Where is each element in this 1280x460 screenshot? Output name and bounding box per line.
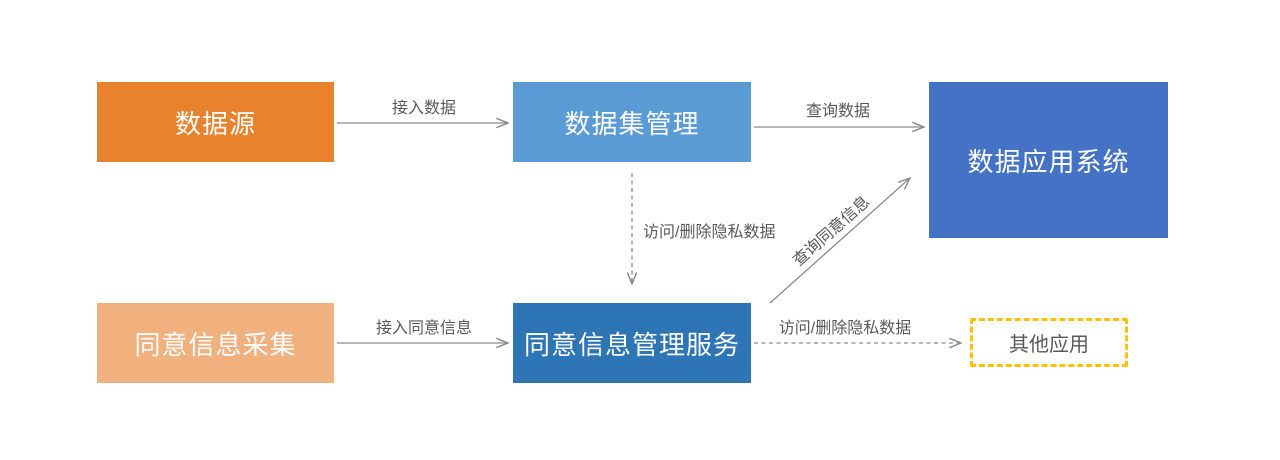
edge-label-query-data: 查询数据 bbox=[805, 103, 870, 120]
edge-label-ingest-consent-info: 接入同意信息 bbox=[375, 320, 472, 337]
node-consent-collection: 同意信息采集 bbox=[97, 303, 334, 383]
arrow-query-consent-info bbox=[769, 178, 910, 304]
node-other-applications: 其他应用 bbox=[970, 318, 1128, 367]
node-dataset-management: 数据集管理 bbox=[513, 82, 751, 162]
node-consent-management-service: 同意信息管理服务 bbox=[513, 303, 751, 383]
node-data-application-system: 数据应用系统 bbox=[929, 82, 1168, 238]
node-data-source: 数据源 bbox=[97, 82, 334, 162]
edge-label-access-delete-private-data-down: 访问/删除隐私数据 bbox=[643, 224, 776, 241]
edge-label-ingest-data: 接入数据 bbox=[391, 100, 456, 117]
edge-label-access-delete-private-data-right: 访问/删除隐私数据 bbox=[778, 320, 912, 337]
